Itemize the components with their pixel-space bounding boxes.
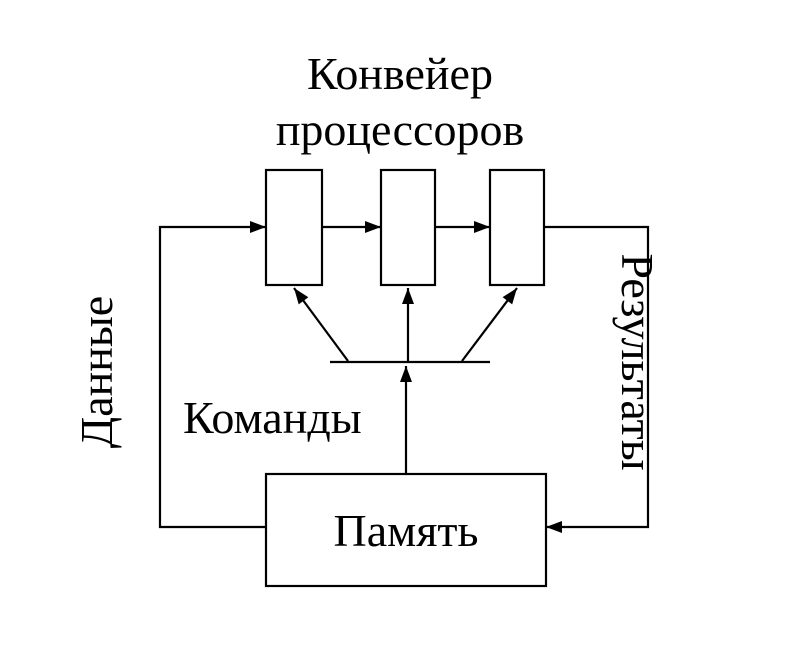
memory-box (264, 472, 548, 588)
processor-box-2 (379, 168, 437, 287)
data-flow-line (158, 221, 266, 529)
diagram-title-line-2: процессоров (276, 104, 524, 155)
processor-box-1 (264, 168, 324, 287)
fanout-arrow-left (293, 287, 349, 362)
processor-box-3 (488, 168, 546, 287)
diagram-title-line-1: Конвейер (307, 48, 493, 99)
results-flow-line (544, 225, 650, 533)
memory-label: Память (334, 505, 479, 556)
fanout-arrow-right (461, 287, 518, 362)
commands-label: Команды (183, 392, 362, 443)
data-label: Данные (71, 296, 122, 448)
results-label: Результаты (612, 253, 663, 470)
